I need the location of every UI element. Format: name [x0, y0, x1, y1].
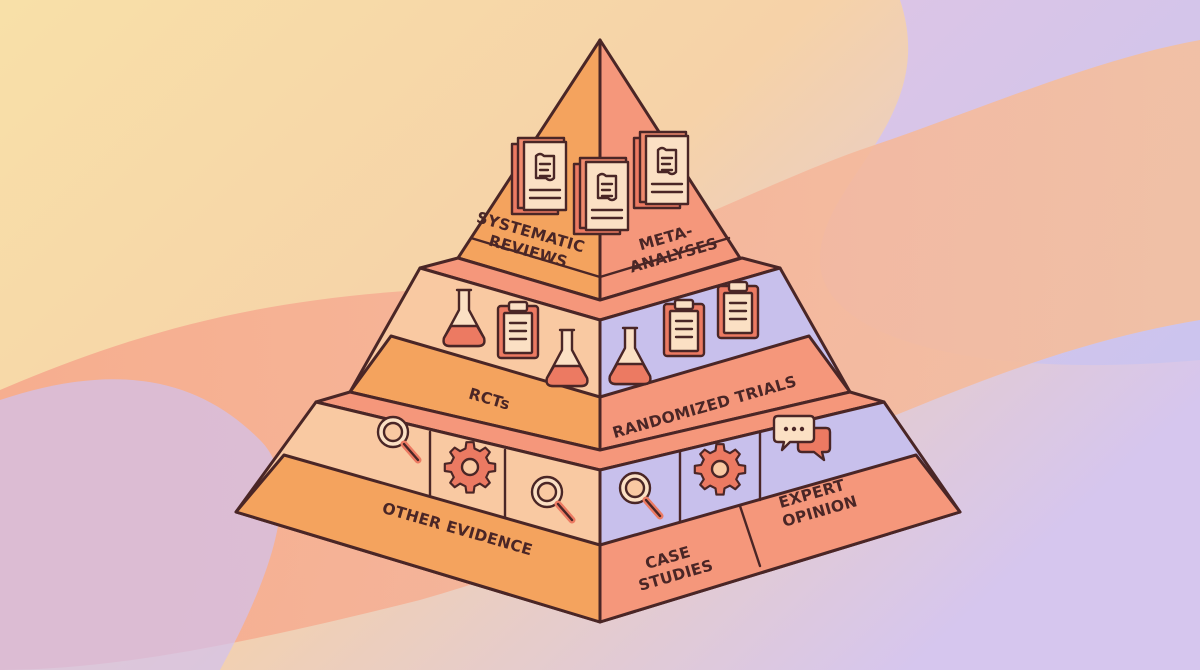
tier-bottom: OTHER EVIDENCE CASE STUDIES EXPERT OPINI… [234, 390, 962, 624]
background-lavender-blob [0, 379, 281, 670]
tier-middle: RCTs RANDOMIZED TRIALS [348, 256, 852, 452]
tier-top: SYSTEMATIC REVIEWS META- ANALYSES [456, 38, 742, 302]
clipboard-icon [716, 280, 760, 340]
book-icon [572, 156, 630, 236]
clipboard-icon [496, 300, 540, 360]
clipboard-icon [662, 298, 706, 358]
book-icon [632, 130, 690, 210]
gear-icon [693, 443, 747, 496]
gear-icon [443, 441, 497, 494]
book-icon [510, 136, 568, 216]
